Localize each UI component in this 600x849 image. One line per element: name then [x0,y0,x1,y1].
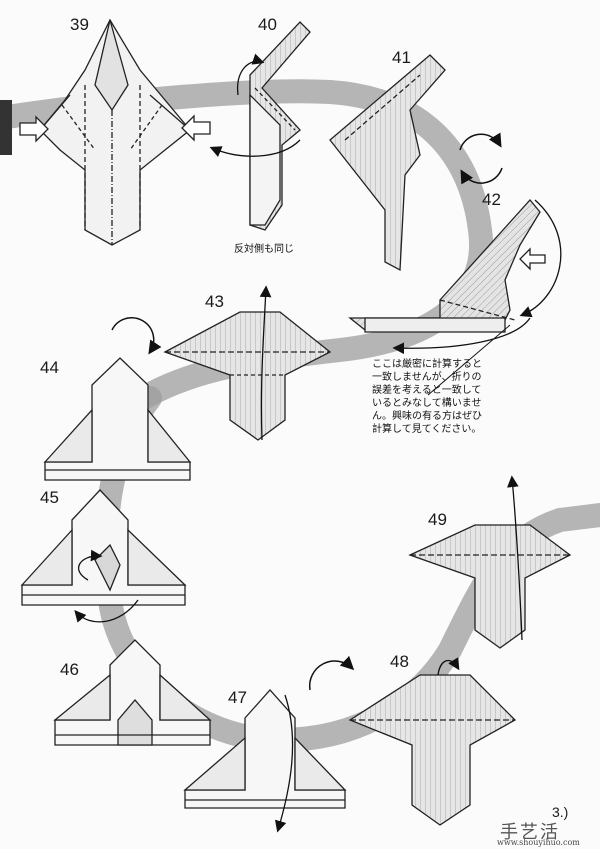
step-number-49: 49 [428,510,447,529]
step-49-fold-arrow [507,475,523,641]
step-42-push-arrow [519,247,546,271]
step-number-47: 47 [228,688,247,707]
step-47-fold-arrow [275,694,294,833]
calculation-note-line: いるとみなして構いませ [372,398,482,409]
step-number-46: 46 [60,660,79,679]
calculation-note-line: 一致しませんが、折りの [372,372,482,383]
rotate-icon-48 [308,655,355,691]
step-47-figure [183,689,347,809]
opposite-side-note: 反対側も同じ [234,244,294,255]
step-43-fold-arrow [259,285,272,441]
step-48-figure [348,674,517,826]
rotate-icon-44 [111,317,162,355]
watermark-logo: 手艺活 [500,822,560,843]
rotate-icon-42 [459,132,503,185]
watermark-url: www.shouyihuo.com [497,838,580,847]
step-number-39: 39 [70,15,89,34]
step-48-fold-arrow [437,657,460,676]
calculation-note-line: 計算して見てください。 [372,424,482,435]
step-43-figure [163,311,332,441]
page-number: 3.) [552,804,569,820]
step-number-45: 45 [40,488,59,507]
step-42-figure [348,199,541,333]
step-40-fold-arrow [237,53,265,96]
step-45-fold-arrow-a [77,549,103,581]
calculation-note-line: ここは厳密に計算すると [372,359,482,370]
step-40-figure [249,21,311,231]
step-number-44: 44 [40,358,59,377]
step-40-turn-arrow [209,139,301,157]
step-41-figure [329,54,446,272]
calculation-note: ここは厳密に計算すると 一致しませんが、折りの 誤差を考えると一致して いるとみ… [372,358,482,436]
step-39-push-arrows [19,114,211,143]
note-leader-line [427,324,511,396]
left-margin-band [0,100,12,155]
step-number-42: 42 [482,190,501,209]
step-42-unfold-arrow [392,317,531,355]
step-42-fold-arrow [519,199,562,318]
step-number-43: 43 [205,292,224,311]
calculation-note-line: 誤差を考えると一致して [372,385,482,396]
step-39-figure [39,18,191,246]
step-number-40: 40 [258,15,277,34]
calculation-note-line: ん。興味の有る方はぜひ [372,411,482,422]
step-44-figure [43,357,192,481]
step-number-48: 48 [390,652,409,671]
step-49-figure [408,524,572,649]
step-number-41: 41 [392,48,411,67]
step-45-fold-arrow-b [74,599,139,623]
step-46-figure [53,639,212,746]
